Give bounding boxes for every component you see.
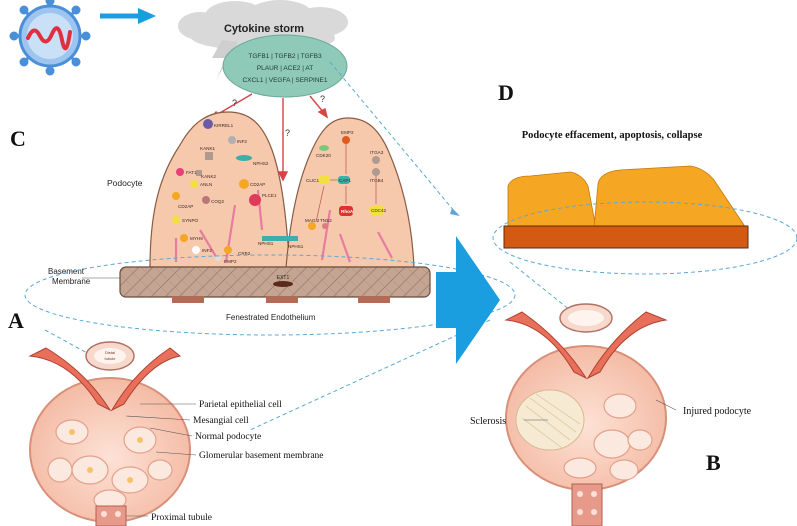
panel-letter-a: A [8,308,24,333]
gene-label: ITGB4 [370,178,384,183]
gene-label: ITGA3 [370,150,384,155]
gene-label: SYNPO [182,218,199,223]
endothelium-label: Fenestrated Endothelium [226,313,316,322]
question-mark-2: ? [285,128,290,138]
glomerulus-a-leader-lines [125,403,197,517]
gene-label: CD2AP [178,204,193,209]
gene-label: CDK20 [316,153,331,158]
cloud-title: Cytokine storm [224,23,304,35]
label-normal-podocyte: Normal podocyte [195,432,261,442]
cytokine-oval [222,34,348,98]
panel-d-title: Podocyte effacement, apoptosis, collapse [522,130,703,141]
right-pathway-lines [315,144,377,223]
gene-label: COQ2 [211,199,224,204]
infection-arrow [100,8,156,24]
label-injured-podocyte: Injured podocyte [683,406,752,417]
gene-label: MAGI2 [305,218,320,223]
distal-tubule-label-2: tubule [105,356,117,361]
coronavirus-icon [9,0,91,76]
cytokine-row-1: TGFB1 | TGFB2 | TGFB3 [248,53,322,60]
gene-label: NPHS1 [288,244,304,249]
gene-label: CLIC1 [306,178,319,183]
label-proximal-tubule: Proximal tubule [151,513,212,523]
gene-label: CRB2 [238,251,251,256]
podocyte-right [285,117,415,269]
label-sclerosis: Sclerosis [470,416,506,427]
endothelial-cell [266,296,298,303]
label-mesangial-cell: Mesangial cell [193,416,249,426]
viral-rna-icon [26,26,72,51]
podocyte-left [149,111,291,269]
gene-label: CDC42 [371,208,387,213]
endothelial-cell [172,296,204,303]
gene-label: INF2 [237,139,247,144]
panel-letter-b: B [706,450,721,475]
question-mark-1: ? [232,98,237,108]
cytokine-row-3: CXCL1 | VEGFA | SERPINE1 [242,77,327,84]
ext1-marker [273,281,293,287]
basement-label-line2: Membrane [52,277,91,286]
gene-label: INF2 [202,248,212,253]
ext1-label: EXT1 [277,275,290,281]
gene-label: FAT1 [186,170,197,175]
basement-label-line1: Basement [48,267,85,276]
gene-label: NPHS2 [253,161,269,166]
zoom-ellipse-c [24,254,516,336]
gene-label: EMP2 [224,259,237,264]
glomerulus-injured [504,303,668,526]
progression-arrow [436,236,500,364]
gene-label: CAP1 [339,178,351,183]
gene-label: MYH9 [190,236,203,241]
distal-tubule-label-1: Distal [105,350,115,355]
glomerulus-normal [28,341,191,526]
gene-label: ANLN [200,182,212,187]
gene-label: TNS2 [320,218,332,223]
gene-label: NPHS1 [258,241,274,246]
question-mark-3: ? [320,94,325,104]
label-glomerular-basement-membrane: Glomerular basement membrane [199,451,324,461]
thickened-gbm [503,225,749,249]
basement-membrane-bar [119,266,431,298]
label-parietal-epithelial-cell: Parietal epithelial cell [199,400,282,410]
gene-label: PLCE1 [262,193,277,198]
injured-leader [655,399,677,411]
zoom-ellipse-d [492,201,797,275]
effaced-podocytes [507,165,747,229]
left-gene-markers [172,119,261,261]
gene-label: RhoA [341,209,354,214]
zoom-connector-d [509,261,571,311]
panel-letter-d: D [498,80,514,105]
gene-label: KANK2 [201,174,217,179]
zoom-connector [249,319,491,431]
gene-label: CD2AP [250,182,265,187]
dashed-connector-oval [329,61,456,213]
cytokine-row-2: PLAUR | ACE2 | AT [257,65,313,72]
panel-letter-c: C [10,126,26,151]
slit-diaphragm [262,236,298,241]
gene-label: KIRREL1 [214,123,234,128]
gene-label: KANK1 [200,146,216,151]
endothelial-cell [358,296,390,303]
gene-label: EMP2 [341,130,354,135]
podocyte-label: Podocyte [107,178,143,188]
right-gene-markers [308,136,384,230]
